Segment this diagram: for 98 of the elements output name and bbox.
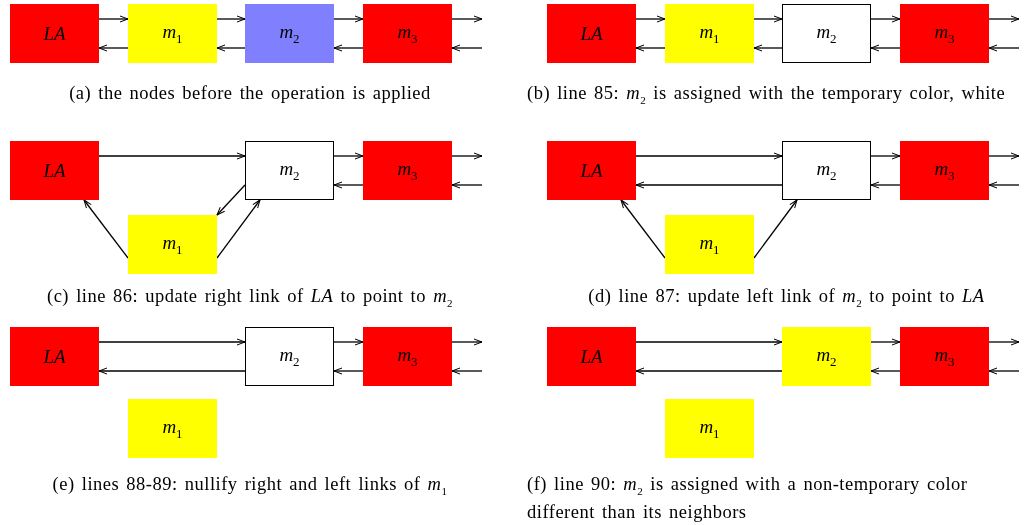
subfigure-caption: (d) line 87: update left link of m$_{2}$ to point to LA <box>587 286 986 311</box>
link-arrow <box>988 367 1020 375</box>
list-node-box <box>547 141 636 200</box>
list-node-box <box>245 141 334 200</box>
node-label: m$_{1}$ <box>699 231 720 258</box>
link-arrow <box>870 15 901 23</box>
node-label: m$_{2}$ <box>279 157 300 184</box>
node-label: m$_{1}$ <box>699 20 720 47</box>
subfigure-caption: (f) line 90: m$_{2}$ is assigned with a non-temporary color different than its neighbors <box>527 474 969 523</box>
list-node-box <box>665 4 754 63</box>
node-label: m$_{3}$ <box>397 157 418 184</box>
link-arrow <box>98 338 246 346</box>
node-label: LA <box>580 159 603 182</box>
link-arrow <box>216 15 246 23</box>
list-node-box <box>665 215 754 274</box>
link-arrow <box>451 15 483 23</box>
node-label: m$_{2}$ <box>816 157 837 184</box>
link-arrow <box>333 338 364 346</box>
link-arrow <box>870 181 901 189</box>
link-arrow <box>98 152 246 160</box>
node-label: LA <box>580 345 603 368</box>
list-node-box <box>245 327 334 386</box>
link-arrow <box>988 152 1020 160</box>
subfigure-caption: (e) lines 88-89: nullify right and left links of m$_{1}$ <box>51 474 449 499</box>
link-arrow <box>635 44 666 52</box>
list-node-box <box>782 327 871 386</box>
link-arrow <box>333 15 364 23</box>
link-arrow <box>635 152 783 160</box>
list-node-box <box>245 4 334 63</box>
link-arrow <box>83 199 129 259</box>
node-label: LA <box>43 345 66 368</box>
link-arrow <box>988 44 1020 52</box>
node-label: m$_{1}$ <box>699 415 720 442</box>
list-node-box <box>10 327 99 386</box>
node-label: m$_{3}$ <box>397 20 418 47</box>
link-arrow <box>988 338 1020 346</box>
list-node-box <box>547 4 636 63</box>
list-node-box <box>10 4 99 63</box>
node-label: m$_{1}$ <box>162 415 183 442</box>
list-node-box <box>547 327 636 386</box>
node-label: m$_{3}$ <box>934 20 955 47</box>
link-arrow <box>753 199 798 259</box>
link-arrow <box>635 338 783 346</box>
link-arrow <box>98 44 129 52</box>
node-label: m$_{2}$ <box>279 20 300 47</box>
link-arrow <box>620 199 666 259</box>
node-label: LA <box>43 22 66 45</box>
link-arrow <box>98 367 246 375</box>
link-arrow <box>216 184 246 216</box>
list-node-box <box>665 399 754 458</box>
list-node-box <box>363 4 452 63</box>
subfigure-caption: (c) line 86: update right link of LA to point to m$_{2}$ <box>46 286 454 311</box>
list-node-box <box>128 215 217 274</box>
link-arrow <box>333 152 364 160</box>
link-arrow <box>870 367 901 375</box>
link-arrow <box>451 181 483 189</box>
list-node-box <box>900 327 989 386</box>
link-arrow <box>635 181 783 189</box>
node-label: m$_{1}$ <box>162 231 183 258</box>
node-label: m$_{1}$ <box>162 20 183 47</box>
link-arrow <box>333 181 364 189</box>
subfigure-caption: (a) the nodes before the operation is applied <box>68 83 432 104</box>
list-node-box <box>363 327 452 386</box>
link-arrow <box>988 181 1020 189</box>
link-arrow <box>216 199 261 259</box>
list-node-box <box>10 141 99 200</box>
node-label: m$_{2}$ <box>816 20 837 47</box>
node-label: m$_{3}$ <box>397 343 418 370</box>
node-label: LA <box>43 159 66 182</box>
list-node-box <box>363 141 452 200</box>
node-label: LA <box>580 22 603 45</box>
node-label: m$_{3}$ <box>934 343 955 370</box>
list-node-box <box>782 4 871 63</box>
link-arrow <box>870 152 901 160</box>
list-node-box <box>900 4 989 63</box>
link-arrow <box>988 15 1020 23</box>
link-arrow <box>635 15 666 23</box>
link-arrow <box>451 152 483 160</box>
link-arrow <box>635 367 783 375</box>
node-label: m$_{2}$ <box>816 343 837 370</box>
list-node-box <box>128 4 217 63</box>
link-arrow <box>216 44 246 52</box>
list-node-box <box>128 399 217 458</box>
list-node-box <box>782 141 871 200</box>
list-node-box <box>900 141 989 200</box>
node-label: m$_{3}$ <box>934 157 955 184</box>
link-arrow <box>98 15 129 23</box>
subfigure-caption: (b) line 85: m$_{2}$ is assigned with the temporary color, white <box>527 83 1007 108</box>
link-arrow <box>753 44 783 52</box>
link-arrow <box>333 367 364 375</box>
link-arrow <box>451 338 483 346</box>
link-arrow <box>870 338 901 346</box>
link-arrow <box>870 44 901 52</box>
link-arrow <box>333 44 364 52</box>
link-arrow <box>451 367 483 375</box>
link-arrow <box>753 15 783 23</box>
node-label: m$_{2}$ <box>279 343 300 370</box>
link-arrow <box>451 44 483 52</box>
